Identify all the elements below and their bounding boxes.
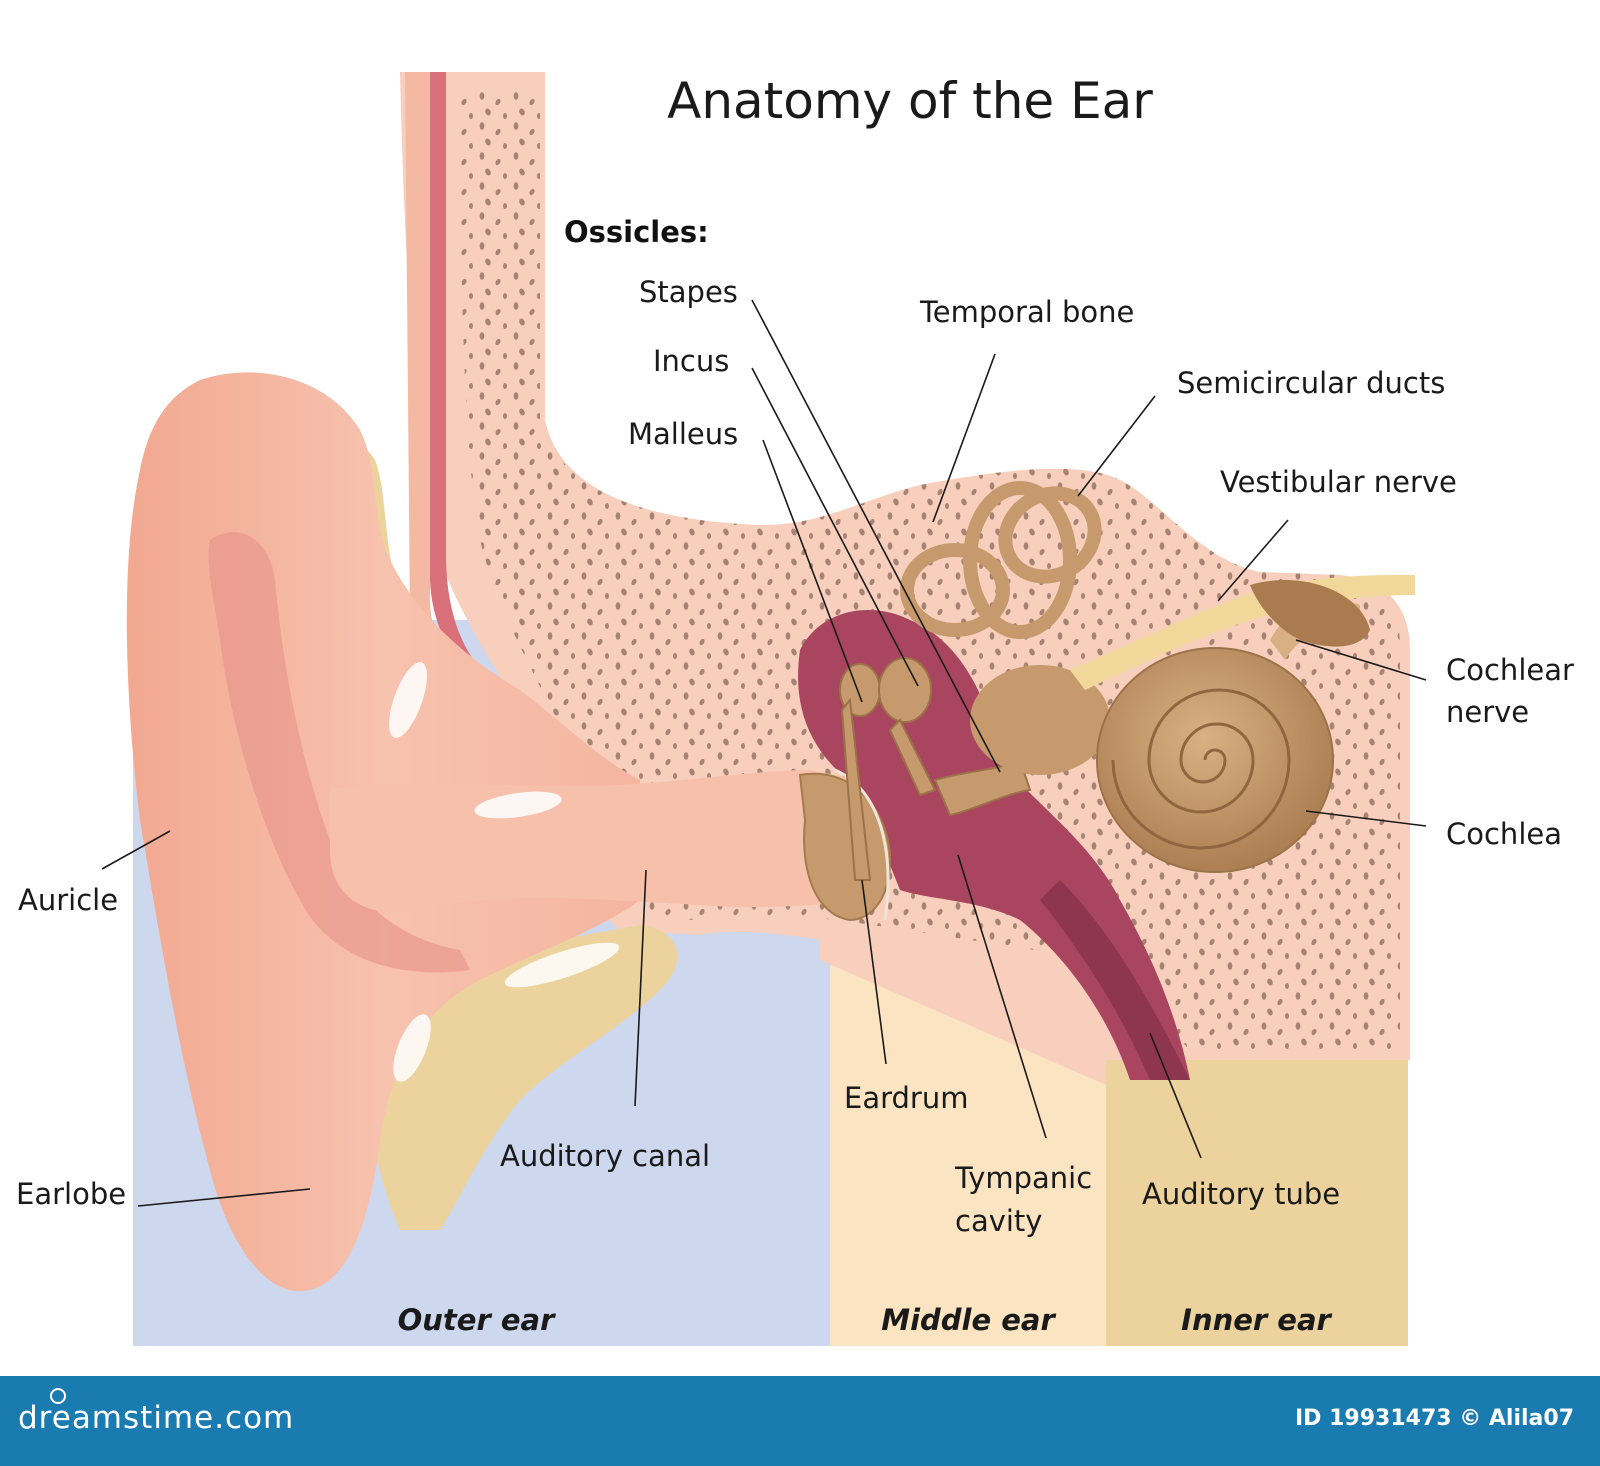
label-auditory-tube: Auditory tube (1142, 1177, 1340, 1211)
cartilage-highlight (393, 1014, 431, 1082)
label-vestibular-nerve: Vestibular nerve (1220, 465, 1457, 499)
scalp-layer (405, 72, 540, 740)
footer-bar: dreamstime.com ID 19931473 © Alila07 (0, 1376, 1600, 1466)
vestibule (970, 665, 1110, 775)
tympanic-cavity-leader (957, 854, 1047, 1139)
ossicles-heading: Ossicles: (564, 215, 709, 249)
label-temporal-bone: Temporal bone (919, 295, 1134, 329)
label-eardrum: Eardrum (844, 1081, 968, 1115)
semicircular-ducts-shape (900, 481, 1102, 639)
auricle-leader (101, 830, 171, 870)
label-malleus: Malleus (628, 417, 738, 451)
inner-ear-region (1106, 1060, 1408, 1346)
incus-leader (751, 367, 919, 687)
brand-mark-icon (50, 1388, 66, 1404)
label-tympanic-cavity-2: cavity (955, 1204, 1042, 1238)
auditory-canal-shape (330, 770, 870, 913)
diagram-title: Anatomy of the Ear (667, 72, 1153, 130)
label-cochlear-nerve-2: nerve (1446, 695, 1529, 729)
label-stapes: Stapes (639, 275, 738, 309)
cartilage-highlight (504, 942, 620, 988)
auricle-inner-fold (208, 532, 470, 973)
malleus-handle (840, 697, 872, 881)
temporal-bone-leader (932, 353, 996, 523)
label-incus: Incus (653, 344, 729, 378)
cartilage-highlight (389, 662, 427, 738)
label-earlobe: Earlobe (16, 1177, 126, 1211)
region-label-outer: Outer ear (398, 1303, 556, 1337)
label-auricle: Auricle (18, 883, 118, 917)
eardrum-leader (861, 879, 887, 1065)
footer-brand[interactable]: dreamstime.com (18, 1400, 295, 1436)
label-auditory-canal: Auditory canal (500, 1139, 710, 1173)
footer-id-credit: ID 19931473 © Alila07 (1295, 1406, 1574, 1431)
cochlea-shape (1096, 647, 1334, 873)
region-label-inner: Inner ear (1181, 1303, 1332, 1337)
incus-process (888, 718, 937, 797)
vestibular-nerve-leader (1217, 519, 1289, 602)
malleus-leader (762, 439, 863, 703)
semicircular-ducts-leader (1077, 395, 1156, 497)
auditory-tube-shape (1040, 880, 1190, 1080)
stapes-leader (751, 299, 1001, 773)
region-label-middle: Middle ear (881, 1303, 1056, 1337)
ossicles-group (839, 657, 1032, 881)
cochlear-nerve-leader (1295, 639, 1427, 681)
scalp-vessel (430, 72, 545, 720)
earlobe-leader (137, 1188, 311, 1207)
leader-lines (101, 299, 1427, 1207)
label-cochlear-nerve-1: Cochlear (1446, 653, 1574, 687)
label-semicircular-ducts: Semicircular ducts (1177, 366, 1445, 400)
incus-body (878, 657, 932, 723)
label-tympanic-cavity-1: Tympanic (954, 1161, 1092, 1195)
auditory-canal-leader (634, 869, 647, 1107)
cochlea-leader (1305, 810, 1427, 827)
label-cochlea: Cochlea (1446, 817, 1562, 851)
stapes-shape (933, 758, 1032, 817)
cartilage-highlight (474, 791, 562, 819)
ear-anatomy-diagram: Anatomy of the Ear Ossicles: Stapes Incu… (16, 72, 1574, 1346)
vestibular-nerve-shape (1070, 575, 1415, 690)
cochlear-nerve-base (1250, 580, 1370, 647)
auditory-tube-leader (1149, 1032, 1202, 1159)
